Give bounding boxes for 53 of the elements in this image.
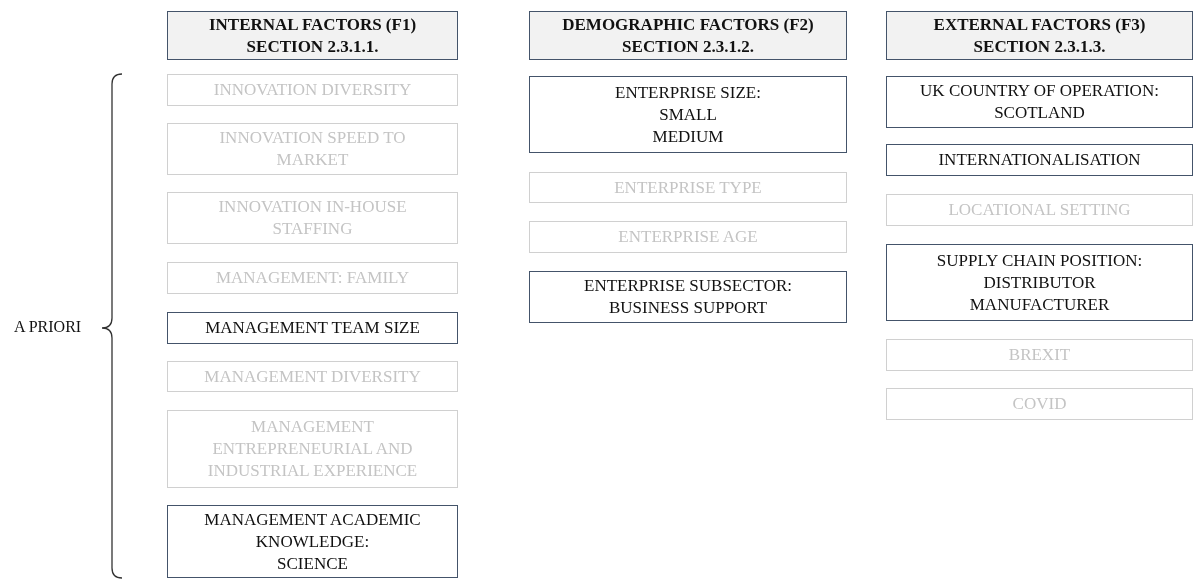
factor-box-faded — [167, 74, 458, 106]
factor-text: COVID — [1012, 393, 1067, 415]
factor-box — [529, 271, 847, 323]
factor-text: BUSINESS SUPPORT — [608, 297, 768, 319]
factor-text: INNOVATION SPEED TO MARKET — [218, 127, 407, 171]
header-text: SECTION 2.3.1.1. — [246, 35, 379, 58]
factor-text: BREXIT — [1008, 344, 1071, 366]
factor-box-faded — [167, 123, 458, 175]
section-header-box — [886, 11, 1193, 60]
factor-text: SUPPLY CHAIN POSITION: — [936, 249, 1143, 272]
factor-box-faded — [167, 361, 458, 392]
factor-text: ENTERPRISE TYPE — [614, 176, 762, 199]
factor-box-faded — [886, 388, 1193, 420]
factor-text: DISTRIBUTOR — [983, 271, 1096, 294]
factor-text: INTERNATIONALISATION — [938, 149, 1141, 171]
factor-text: INNOVATION IN-HOUSE STAFFING — [217, 196, 408, 240]
header-text: DEMOGRAPHIC FACTORS (F2) — [562, 13, 814, 36]
factor-text: ENTERPRISE SUBSECTOR: — [584, 275, 792, 297]
factor-text: MANAGEMENT DIVERSITY — [204, 365, 421, 388]
section-header-box — [529, 11, 847, 60]
header-text: INTERNAL FACTORS (F1) — [208, 13, 417, 36]
factor-box — [886, 76, 1193, 128]
factor-box-faded — [529, 221, 847, 253]
factor-box-faded — [167, 262, 458, 294]
factor-text: MEDIUM — [652, 125, 724, 148]
factor-text: SCIENCE — [277, 552, 348, 575]
factor-box — [167, 505, 458, 578]
factor-text: MANUFACTURER — [969, 293, 1110, 316]
header-text: EXTERNAL FACTORS (F3) — [933, 13, 1146, 36]
factor-box — [886, 144, 1193, 176]
factor-box-faded — [167, 410, 458, 488]
section-header-box — [167, 11, 458, 60]
factor-text: SMALL — [659, 103, 717, 126]
bracket-label: A PRIORI — [14, 318, 82, 336]
header-text: SECTION 2.3.1.3. — [973, 35, 1106, 58]
header-text: SECTION 2.3.1.2. — [622, 35, 754, 58]
factor-text: INNOVATION DIVERSITY — [213, 79, 412, 101]
factor-box — [167, 312, 458, 344]
factor-box — [529, 76, 847, 153]
factor-box-faded — [886, 194, 1193, 226]
factor-box-faded — [167, 192, 458, 244]
factor-text: UK COUNTRY OF OPERATION: — [920, 80, 1159, 102]
factor-text: ENTERPRISE AGE — [618, 226, 758, 248]
factor-text: LOCATIONAL SETTING — [948, 199, 1131, 221]
factor-box — [886, 244, 1193, 321]
factor-text: MANAGEMENT: FAMILY — [215, 267, 410, 289]
factor-text: MANAGEMENT ENTREPRENEURIAL AND INDUSTRIAL EXPERIENCE — [206, 416, 419, 482]
factor-text: MANAGEMENT ACADEMIC KNOWLEDGE: — [203, 508, 422, 553]
factor-box-faded — [529, 172, 847, 203]
factor-text: ENTERPRISE SIZE: — [615, 81, 761, 104]
factor-box-faded — [886, 339, 1193, 371]
factor-text: MANAGEMENT TEAM SIZE — [205, 317, 420, 339]
factor-text: SCOTLAND — [994, 102, 1085, 124]
